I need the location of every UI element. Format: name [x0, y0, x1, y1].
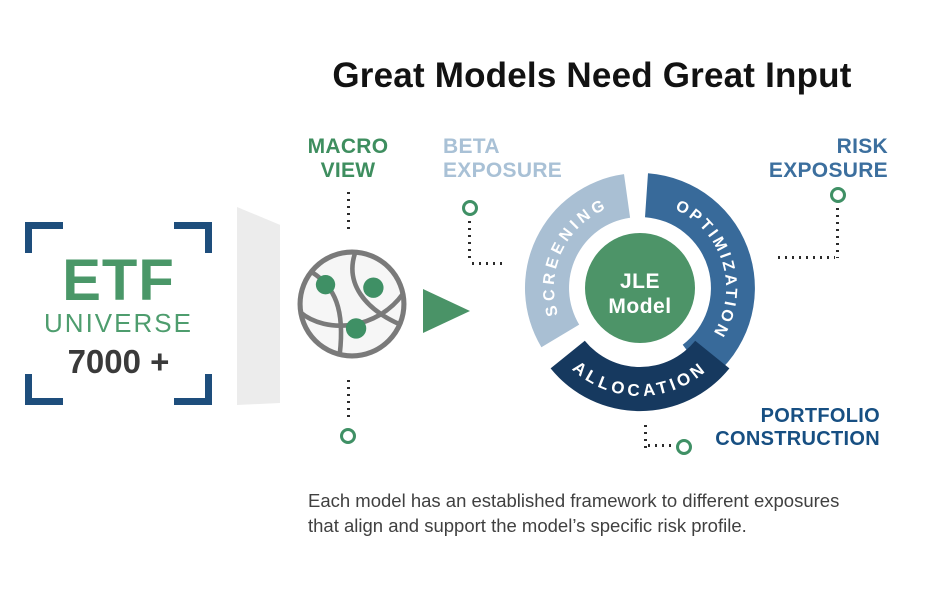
macro-view-line2: VIEW	[320, 159, 376, 182]
etf-subtitle: UNIVERSE	[44, 308, 193, 338]
macro-view-line1: MACRO	[307, 135, 389, 158]
footnote: Each model has an established framework …	[308, 488, 868, 538]
label-beta-exposure: BETA EXPOSURE	[443, 135, 583, 183]
dotted-line-macro	[347, 192, 350, 232]
portfolio-construction-line1: PORTFOLIO	[760, 405, 880, 427]
connector-dot-portfolio	[676, 439, 692, 455]
etf-card-content: ETF UNIVERSE 7000 +	[25, 222, 212, 405]
segment-allocation-group: ALLOCATION	[550, 340, 730, 412]
center-label-line1: JLE	[620, 270, 660, 293]
dotted-line-globe-bottom	[347, 380, 350, 418]
risk-exposure-line1: RISK	[836, 135, 888, 158]
dotted-line-beta-vertical	[468, 221, 471, 263]
segment-screening	[524, 174, 631, 348]
risk-exposure-line2: EXPOSURE	[768, 159, 888, 182]
etf-count: 7000 +	[67, 343, 170, 380]
label-portfolio-construction: PORTFOLIO CONSTRUCTION	[700, 405, 880, 451]
connector-dot-globe-bottom	[340, 428, 356, 444]
dotted-line-portfolio-horizontal	[648, 444, 674, 447]
funnel-panel	[237, 207, 280, 405]
dotted-line-risk-vertical	[836, 208, 839, 258]
footnote-line2: that align and support the model’s speci…	[308, 515, 747, 536]
label-risk-exposure: RISK EXPOSURE	[758, 135, 888, 183]
beta-exposure-line2: EXPOSURE	[443, 159, 563, 182]
etf-universe-card: ETF UNIVERSE 7000 +	[25, 222, 212, 405]
globe-network-icon	[297, 249, 407, 359]
flow-arrow-icon	[423, 289, 470, 333]
dotted-line-portfolio-vertical	[644, 425, 647, 448]
center-hub-circle	[585, 233, 695, 343]
footnote-line1: Each model has an established framework …	[308, 490, 840, 511]
network-node-dot	[315, 274, 336, 295]
network-node-dot	[363, 277, 384, 298]
etf-acronym: ETF	[62, 248, 175, 313]
segment-optimization	[645, 173, 755, 380]
network-node-dot	[345, 318, 367, 339]
jle-model-cycle-diagram: ALLOCATION SCREENING OPTIMIZATION JLE Mo…	[524, 173, 755, 412]
segment-allocation	[550, 340, 730, 412]
bracket-corner-bottom-left	[25, 374, 63, 405]
center-label-line2: Model	[608, 295, 671, 318]
bracket-corner-bottom-right	[174, 374, 212, 405]
dotted-line-risk-horizontal	[778, 256, 835, 259]
label-macro-view: MACRO VIEW	[301, 135, 395, 183]
connector-dot-risk	[830, 187, 846, 203]
bracket-corner-top-right	[174, 222, 212, 253]
portfolio-construction-line2: CONSTRUCTION	[715, 428, 880, 450]
dotted-line-beta-horizontal	[472, 262, 506, 265]
page-title: Great Models Need Great Input	[332, 56, 852, 95]
beta-exposure-line1: BETA	[443, 135, 500, 158]
connector-dot-beta	[462, 200, 478, 216]
bracket-corner-top-left	[25, 222, 63, 253]
